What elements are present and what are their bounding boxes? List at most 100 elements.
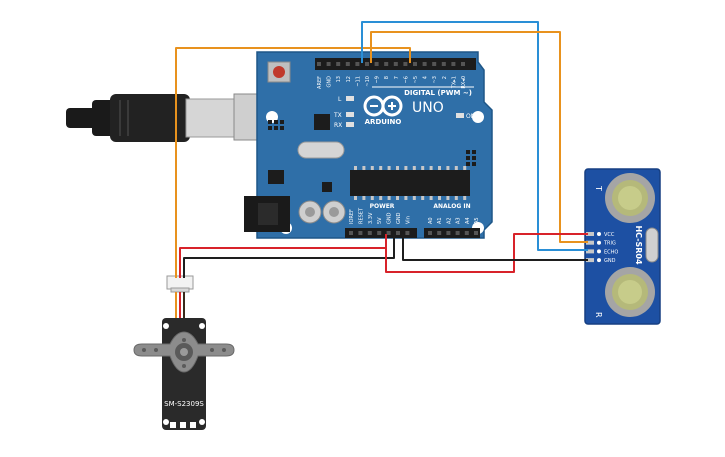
usb-plug-metal [185,98,239,138]
power-pin-label: GND [387,212,393,224]
icsp-pin [466,150,470,154]
atmega-chip-pins [354,166,467,200]
analog-pin-hole[interactable] [437,231,442,235]
status-leds: L TX RX ON [333,96,475,129]
icsp-header [268,120,476,166]
chip-pin [354,166,357,170]
chip-pin [404,196,408,200]
wires [175,21,588,278]
chip-pin [438,166,441,170]
chip-pin [463,166,467,170]
sensor-pin-dot [597,249,601,254]
digital-pin-hole[interactable] [461,62,465,66]
infinity-logo-right [381,95,403,117]
digital-pin-label: TX▸1 [451,76,457,89]
digital-pin-label: ~10 [365,76,371,87]
digital-pin-label: 12 [346,76,352,82]
digital-pin-hole[interactable] [422,62,427,66]
wire-servo-ground[interactable] [183,234,395,278]
power-pin-hole[interactable] [349,231,353,235]
digital-pin-hole[interactable] [393,62,398,66]
wire-trig[interactable] [370,31,588,243]
digital-pin-hole[interactable] [317,62,321,66]
power-pin-hole[interactable] [405,231,410,235]
sensor-pin-label: VCC [604,232,615,238]
digital-pin-hole[interactable] [326,62,331,66]
wire-servo-signal[interactable] [175,47,411,278]
wire-sensor-power[interactable] [385,233,588,273]
icsp-pin [472,150,476,154]
digital-pin-hole[interactable] [345,62,350,66]
power-pin-hole[interactable] [386,231,391,235]
wire-servo-power[interactable] [179,234,387,278]
chip-pin [379,166,383,170]
digital-pin-hole[interactable] [432,62,437,66]
analog-pin-hole[interactable] [428,231,432,235]
wire-echo[interactable] [361,21,588,251]
icsp-pin [280,126,284,130]
sensor-pin[interactable] [586,249,594,254]
power-pin-hole[interactable] [396,231,400,235]
digital-pin-hole[interactable] [355,62,360,66]
digital-pin-label: RX◂0 [461,76,467,89]
chip-pin [454,166,458,170]
icsp-pin [274,126,278,130]
chip-pin [446,166,450,170]
power-pin-label: 3.3V [368,212,374,224]
digital-pin-hole[interactable] [374,62,379,66]
chip-pin [362,196,366,200]
digital-pin-hole[interactable] [336,62,341,66]
digital-pin-hole[interactable] [413,62,417,66]
digital-pin-label: 2 [442,76,448,79]
icsp-pin [274,120,278,124]
digital-pin-label: ~9 [375,76,381,83]
chip-pin [446,196,450,200]
chip-pin [404,166,408,170]
digital-pin-label: 4 [423,76,429,79]
servo-motor: SM-S2309S [133,275,235,430]
usb-cable [66,93,263,142]
chip-pin [412,196,416,200]
analog-pin-hole[interactable] [464,231,469,235]
led-label-rx: RX [334,122,342,129]
power-pin-hole[interactable] [367,231,372,235]
servo-model: SM-S2309S [164,400,204,408]
analog-pin-hole[interactable] [446,231,451,235]
power-pin-label: RESET [358,207,364,224]
sensor-pin[interactable] [586,258,594,263]
sensor-pin-dot [597,258,601,263]
digital-pin-label: 7 [394,76,400,79]
sensor-pin-dot [597,232,601,236]
sensor-pin-label: GND [604,258,616,264]
power-pin-label: GND [396,212,402,224]
sensor-pin[interactable] [586,240,594,245]
analog-header [424,228,480,238]
digital-pin-hole[interactable] [441,62,446,66]
icsp-pin [268,126,272,130]
analog-pin-hole[interactable] [455,231,460,235]
chip-pin [387,166,391,170]
wire-sensor-ground[interactable] [402,234,588,261]
led-label-tx: TX [333,112,342,119]
chip-pin [387,196,391,200]
chip-pin [429,196,433,200]
digital-pin-hole[interactable] [451,62,456,66]
atmega-chip [350,170,470,196]
power-pin-hole[interactable] [358,231,363,235]
icsp-pin [472,162,476,166]
chip-pin [421,196,425,200]
reset-button-cap[interactable] [273,66,285,78]
digital-pin-hole[interactable] [365,62,369,66]
digital-pin-hole[interactable] [403,62,408,66]
sensor-pin[interactable] [586,232,594,236]
analog-pin-label: A1 [437,217,443,224]
digital-pin-label: ~3 [432,76,438,83]
analog-pin-hole[interactable] [474,231,478,235]
digital-pin-label: 8 [384,76,390,79]
digital-pin-hole[interactable] [384,62,389,66]
sensor-pin-label: TRIG [603,241,616,247]
analog-label: ANALOG IN [433,203,470,210]
power-pin-hole[interactable] [377,231,382,235]
